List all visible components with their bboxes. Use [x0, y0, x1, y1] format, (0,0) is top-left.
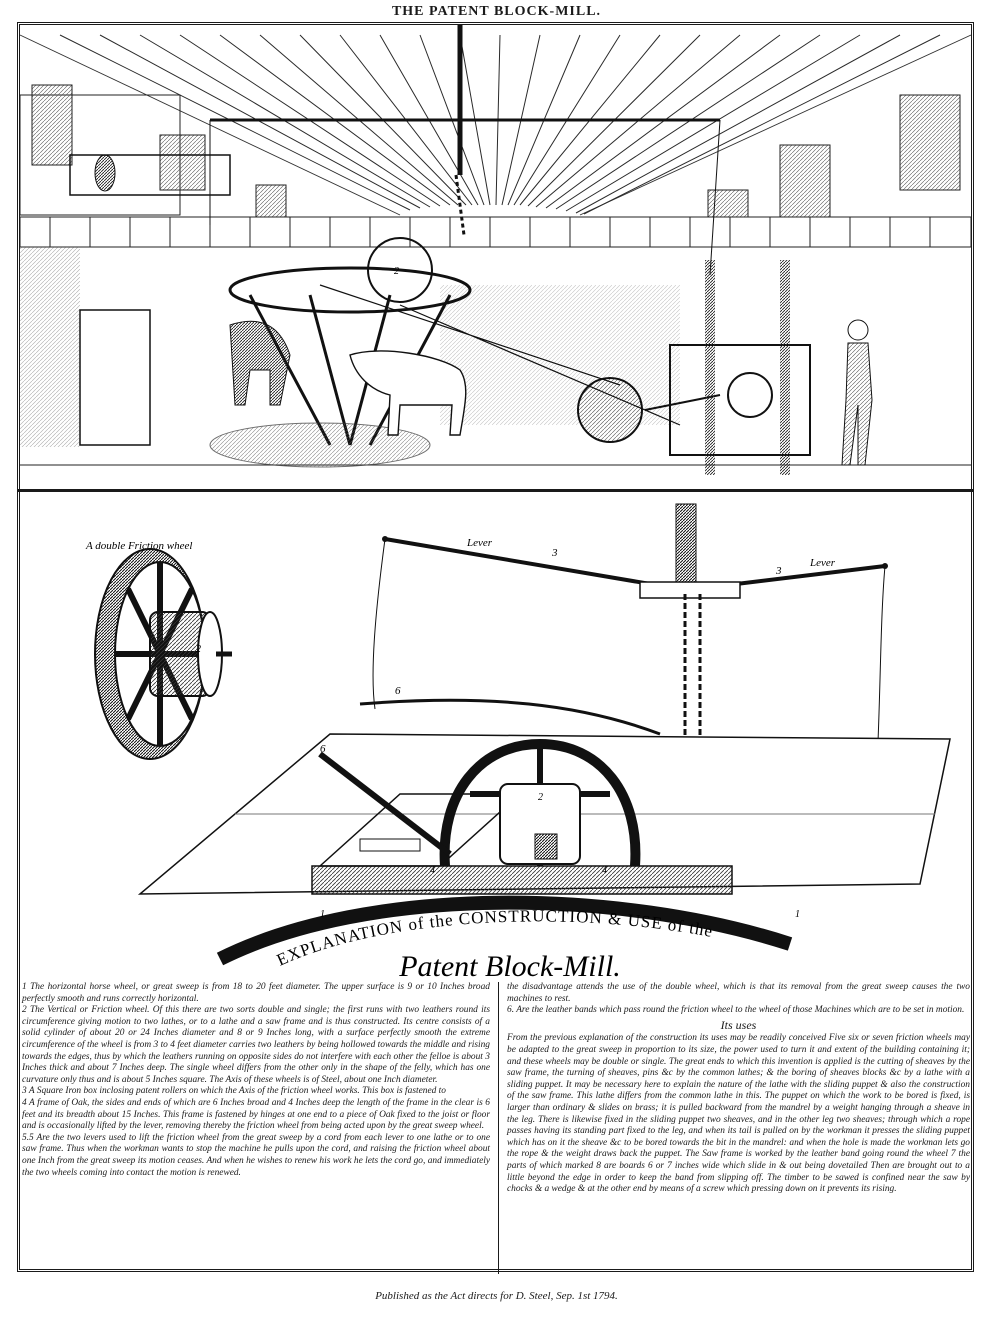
wheel-label-2: 2 — [196, 644, 201, 655]
sweep-label-1-right: 1 — [795, 909, 800, 920]
uses-heading: Its uses — [720, 1017, 757, 1032]
uses-paragraph: From the previous explanation of the con… — [507, 1033, 970, 1195]
explanation-item-4: 4 A frame of Oak, the sides and ends of … — [22, 1097, 490, 1132]
explanation-item-2: 2 The Vertical or Friction wheel. Of thi… — [22, 1005, 490, 1085]
explanation-heading: EXPLANATION of the CONSTRUCTION & USE of… — [200, 906, 820, 988]
explanation-item-6: 6. Are the leather bands which pass roun… — [507, 1005, 965, 1016]
lever-number-left: 3 — [551, 547, 558, 559]
publication-imprint: Published as the Act directs for D. Stee… — [375, 1290, 618, 1302]
band-label-6-top: 6 — [395, 685, 401, 697]
explanation-left-column: 1 The horizontal horse wheel, or great s… — [22, 982, 496, 1179]
explanation-item-5: 5.5 Are the two levers used to lift the … — [22, 1132, 490, 1178]
frame-label-4-right: 4 — [602, 865, 607, 876]
wheel-number-2: 2 — [394, 266, 399, 277]
lever-label-right: Lever — [809, 557, 836, 569]
frame-label-4-left: 4 — [430, 865, 435, 876]
double-friction-wheel-drawing: 2 — [94, 548, 232, 760]
apparatus-engraving: A double Friction wheel 2 Lever 3 3 Leve… — [20, 494, 971, 966]
lever-assembly: Lever 3 3 Lever — [372, 503, 888, 865]
friction-wheel-label-2: 2 — [538, 792, 543, 803]
explanation-item-1: 1 The horizontal horse wheel, or great s… — [22, 982, 490, 1004]
mill-interior-engraving: 2 — [20, 25, 971, 489]
band-label-6-lower: 6 — [320, 743, 326, 755]
sweep-label-1-left: 1 — [320, 909, 325, 920]
page-title: THE PATENT BLOCK-MILL. — [391, 4, 602, 19]
explanation-item-double-wheel-note: the disadvantage attends the use of the … — [507, 982, 970, 1004]
explanation-heading-line2: Patent Block-Mill. — [398, 950, 621, 983]
mill-interior-illustration: 2 — [20, 25, 971, 475]
double-friction-wheel-caption: A double Friction wheel — [85, 540, 192, 552]
frame-and-floor-drawing: 2 4 4 6 6 1 1 — [137, 685, 951, 966]
section-divider — [17, 489, 974, 492]
plate-frame — [17, 22, 974, 1272]
explanation-item-3: 3 A Square Iron box inclosing patent rol… — [22, 1086, 446, 1097]
lever-label-left: Lever — [466, 537, 493, 549]
explanation-right-column: the disadvantage attends the use of the … — [498, 982, 970, 1274]
explanation-text: 1 The horizontal horse wheel, or great s… — [20, 982, 971, 1274]
lever-number-right: 3 — [775, 565, 782, 577]
